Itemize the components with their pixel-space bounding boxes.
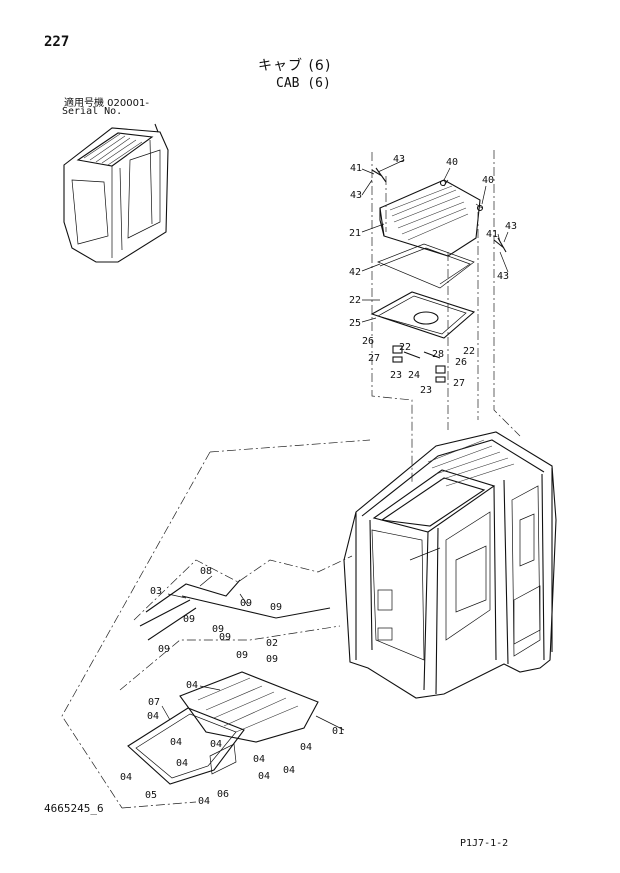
leader-lines — [161, 159, 509, 731]
callout-24: 24 — [408, 370, 420, 381]
callout-04: 04 — [198, 796, 210, 807]
page-title-jp: キャブ (6) — [258, 58, 332, 74]
callout-25: 25 — [349, 318, 361, 329]
callout-09: 09 — [266, 654, 278, 665]
document-number: 4665245_6 — [44, 802, 104, 815]
callout-05: 05 — [145, 790, 157, 801]
callout-27: 27 — [368, 353, 380, 364]
callout-04: 04 — [186, 680, 198, 691]
callout-09: 09 — [236, 650, 248, 661]
serial-label-en: Serial No. — [62, 106, 123, 117]
callout-40: 40 — [482, 175, 494, 186]
serial-label-jp: 適用号機 020001- — [64, 98, 149, 109]
callout-40: 40 — [446, 157, 458, 168]
callout-04: 04 — [283, 765, 295, 776]
page-title-en: CAB (6) — [276, 76, 331, 91]
front-glass-assembly — [127, 579, 331, 785]
callout-22: 22 — [463, 346, 475, 357]
callout-43: 43 — [350, 190, 362, 201]
callout-09: 09 — [219, 632, 231, 643]
callout-09: 09 — [270, 602, 282, 613]
callout-07: 07 — [148, 697, 160, 708]
callout-27: 27 — [453, 378, 465, 389]
callout-09: 09 — [158, 644, 170, 655]
callout-04: 04 — [120, 772, 132, 783]
callout-04: 04 — [147, 711, 159, 722]
page-number: 227 — [44, 34, 70, 50]
callout-labels: 43 41 43 40 40 21 43 41 42 43 22 25 26 2… — [120, 154, 517, 807]
callout-42: 42 — [349, 267, 361, 278]
callout-01: 01 — [332, 726, 344, 737]
callout-04: 04 — [258, 771, 270, 782]
callout-26: 26 — [362, 336, 374, 347]
callout-41: 41 — [350, 163, 362, 174]
thumbnail-cab-illustration — [63, 123, 169, 263]
callout-04: 04 — [253, 754, 265, 765]
projection-lines — [61, 150, 521, 809]
callout-43: 43 — [497, 271, 509, 282]
callout-23: 23 — [420, 385, 432, 396]
callout-41: 41 — [486, 229, 498, 240]
callout-22: 22 — [399, 342, 411, 353]
callout-28: 28 — [432, 349, 444, 360]
callout-03: 03 — [150, 586, 162, 597]
sheet-reference: P1J7-1-2 — [460, 838, 509, 849]
callout-04: 04 — [300, 742, 312, 753]
callout-08: 08 — [200, 566, 212, 577]
callout-02: 02 — [266, 638, 278, 649]
callout-26: 26 — [455, 357, 467, 368]
roof-cover-assembly — [370, 167, 507, 383]
callout-22: 22 — [349, 295, 361, 306]
main-cab-frame — [343, 431, 557, 699]
callout-09: 09 — [212, 624, 224, 635]
callout-43: 43 — [393, 154, 405, 165]
callout-06: 06 — [217, 789, 229, 800]
callout-04: 04 — [170, 737, 182, 748]
callout-04: 04 — [176, 758, 188, 769]
callout-23: 23 — [390, 370, 402, 381]
callout-09: 09 — [183, 614, 195, 625]
callout-04: 04 — [210, 739, 222, 750]
callout-21: 21 — [349, 228, 361, 239]
callout-43: 43 — [505, 221, 517, 232]
